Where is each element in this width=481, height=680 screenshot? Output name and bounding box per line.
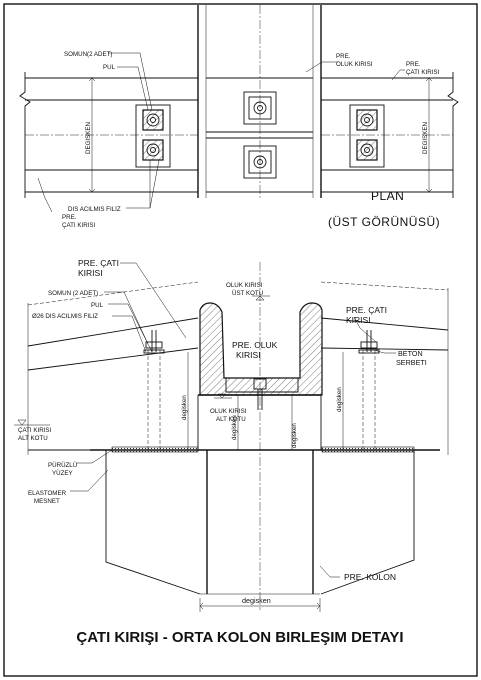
sec-label-column: PRE. KOLON xyxy=(344,572,396,582)
plan-label-roof-beam-right-1: PRE. xyxy=(406,61,421,68)
plan-label-thread: DIS ACILMIS FILIZ xyxy=(68,206,121,213)
sec-label-grout-2: SERBETI xyxy=(396,358,427,367)
sec-label-gutter-bottom-1: OLUK KIRISI xyxy=(210,408,247,415)
sec-label-pad-1: ELASTOMER xyxy=(28,490,67,497)
plan-view xyxy=(19,5,459,213)
plan-label-washer: PUL xyxy=(103,64,116,71)
plan-dim-left: DEGISKEN xyxy=(85,122,92,154)
plan-label-gutter-beam-2: OLUK KIRISI xyxy=(336,61,373,68)
plan-label-nut: SOMUN(2 ADET) xyxy=(64,51,112,58)
sec-label-nut: SOMUN (2 ADET) xyxy=(48,290,98,297)
sec-label-roof-bottom-2: ALT KOTU xyxy=(18,435,48,442)
sec-label-gutter-top-1: OLUK KIRISI xyxy=(226,282,263,289)
sec-label-roof-beam-left-2: KIRISI xyxy=(78,268,103,278)
sec-dim-3: degisken xyxy=(231,415,238,440)
section-view xyxy=(14,262,449,612)
sec-label-rough-1: PÜRÜZLÜ xyxy=(48,462,77,469)
plan-label-roof-beam-left-2: ÇATI KIRISI xyxy=(62,222,96,229)
plan-label-gutter-beam-1: PRE. xyxy=(336,53,351,60)
sec-label-rough-2: YÜZEY xyxy=(52,470,73,477)
sec-label-pad-2: MESNET xyxy=(34,498,60,505)
sec-label-gutter-bottom-2: ALT KOTU xyxy=(216,416,246,423)
sec-label-gutter-top-2: ÜST KOTU xyxy=(232,290,263,297)
sec-label-gutter-beam-2: KIRISI xyxy=(236,350,261,360)
plan-label-roof-beam-right-2: ÇATI KIRISI xyxy=(406,69,440,76)
plan-subtitle: (ÜST GÖRÜNÜSÜ) xyxy=(328,215,440,229)
sec-label-roof-beam-right-2: KIRISI xyxy=(346,315,371,325)
sec-dim-4: degisken xyxy=(291,423,298,448)
plan-dim-right: DEGISKEN xyxy=(422,122,429,154)
sec-label-thread: Ø26 DIS ACILMIS FILIZ xyxy=(32,313,98,320)
drawing-title: ÇATI KIRIŞI - ORTA KOLON BIRLEŞIM DETAYI xyxy=(76,629,403,646)
sec-dim-5: degisken xyxy=(242,596,271,605)
sec-label-roof-beam-left-1: PRE. ÇATI xyxy=(78,258,119,268)
sec-label-grout-1: BETON xyxy=(398,349,423,358)
sheet-border xyxy=(3,3,478,677)
plan-label-roof-beam-left-1: PRE. xyxy=(62,214,77,221)
sec-dim-2: degisken xyxy=(336,387,343,412)
sec-dim-1: degisken xyxy=(181,395,188,420)
sec-label-gutter-beam-1: PRE. OLUK xyxy=(232,340,278,350)
sec-label-roof-beam-right-1: PRE. ÇATI xyxy=(346,305,387,315)
sec-label-washer: PUL xyxy=(91,302,104,309)
sec-label-roof-bottom-1: ÇATI KIRISI xyxy=(18,427,52,434)
plan-title: PLAN xyxy=(371,189,404,203)
